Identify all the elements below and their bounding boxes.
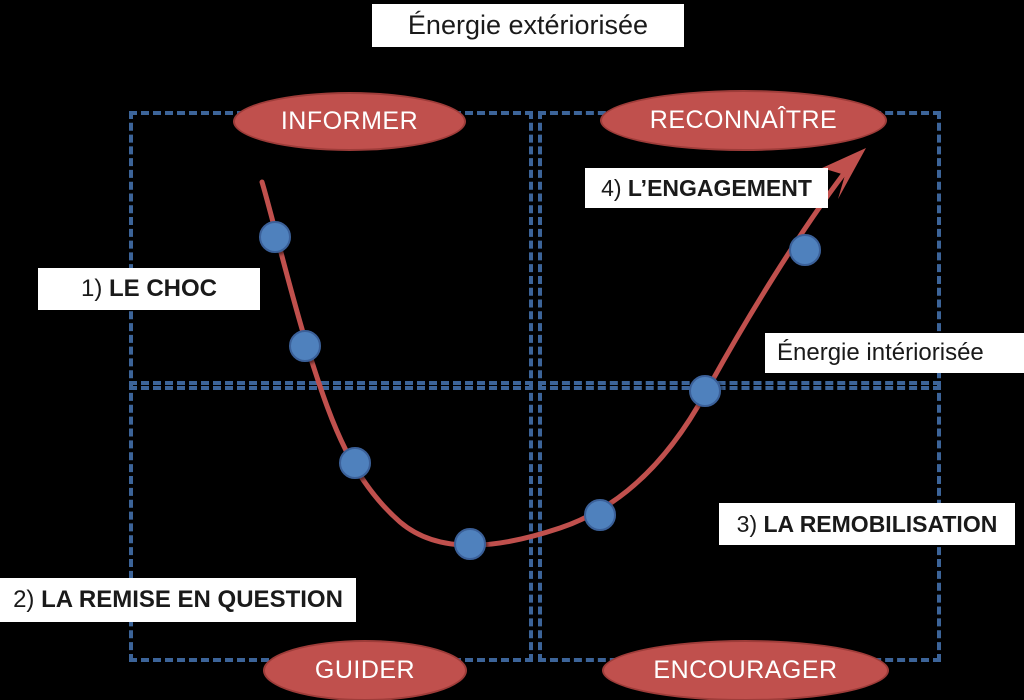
axis-label-energie-interiorisee-text: Énergie intériorisée [777, 339, 984, 366]
phase-4-name: L’ENGAGEMENT [627, 174, 812, 201]
axis-label-energie-exteriorisee-text: Énergie extériorisée [407, 10, 649, 40]
phase-label-3: 3) LA REMOBILISATION [719, 503, 1015, 545]
phase-1-name: LE CHOC [109, 275, 217, 302]
node-reconnaitre-label: RECONNAÎTRE [649, 106, 838, 134]
node-encourager-label: ENCOURAGER [653, 656, 838, 684]
phase-label-4: 4) L’ENGAGEMENT [585, 168, 828, 208]
phase-1-number: 1) [80, 275, 103, 302]
phase-2-number: 2) [13, 586, 35, 613]
axis-label-energie-exteriorisee: Énergie extériorisée [372, 4, 684, 47]
phase-4-number: 4) [601, 174, 622, 201]
phase-label-2: 2) LA REMISE EN QUESTION [0, 578, 356, 622]
phase-3-number: 3) [736, 510, 758, 537]
phase-2-name: LA REMISE EN QUESTION [41, 586, 343, 613]
node-informer[interactable]: INFORMER [233, 92, 466, 151]
phase-label-1: 1) LE CHOC [38, 268, 260, 310]
phase-3-name: LA REMOBILISATION [763, 510, 998, 537]
node-guider-label: GUIDER [314, 656, 416, 684]
node-guider[interactable]: GUIDER [263, 640, 467, 700]
quadrant-top-left [129, 111, 533, 390]
node-encourager[interactable]: ENCOURAGER [602, 640, 889, 700]
axis-label-energie-interiorisee: Énergie intériorisée [765, 333, 1024, 373]
node-reconnaitre[interactable]: RECONNAÎTRE [600, 90, 887, 151]
node-informer-label: INFORMER [280, 107, 419, 135]
